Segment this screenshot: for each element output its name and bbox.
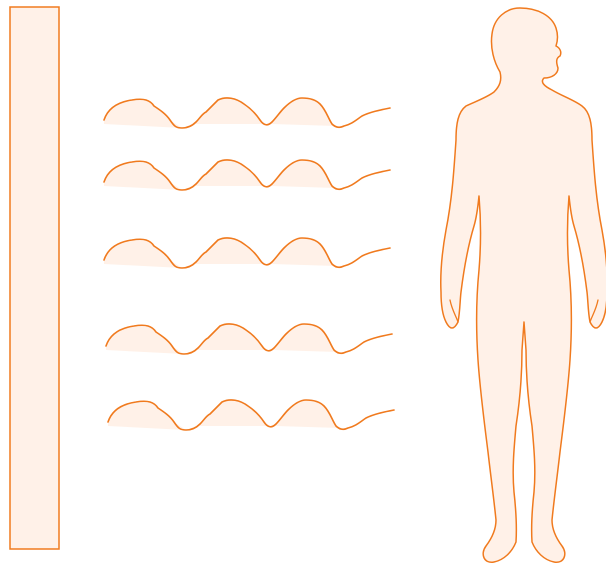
vertical-panel	[10, 7, 59, 549]
wave-fill	[104, 160, 336, 190]
human-figure-outline	[441, 8, 606, 562]
wave-2	[104, 160, 390, 190]
wave-3	[104, 238, 390, 268]
wave-fill	[108, 400, 340, 430]
human-figure	[441, 8, 606, 562]
wave-group	[104, 98, 394, 430]
wave-fill	[104, 98, 336, 128]
wave-1	[104, 98, 390, 128]
wave-5	[108, 400, 394, 430]
wave-4	[106, 324, 392, 354]
wave-fill	[104, 238, 336, 268]
wave-fill	[106, 324, 338, 354]
